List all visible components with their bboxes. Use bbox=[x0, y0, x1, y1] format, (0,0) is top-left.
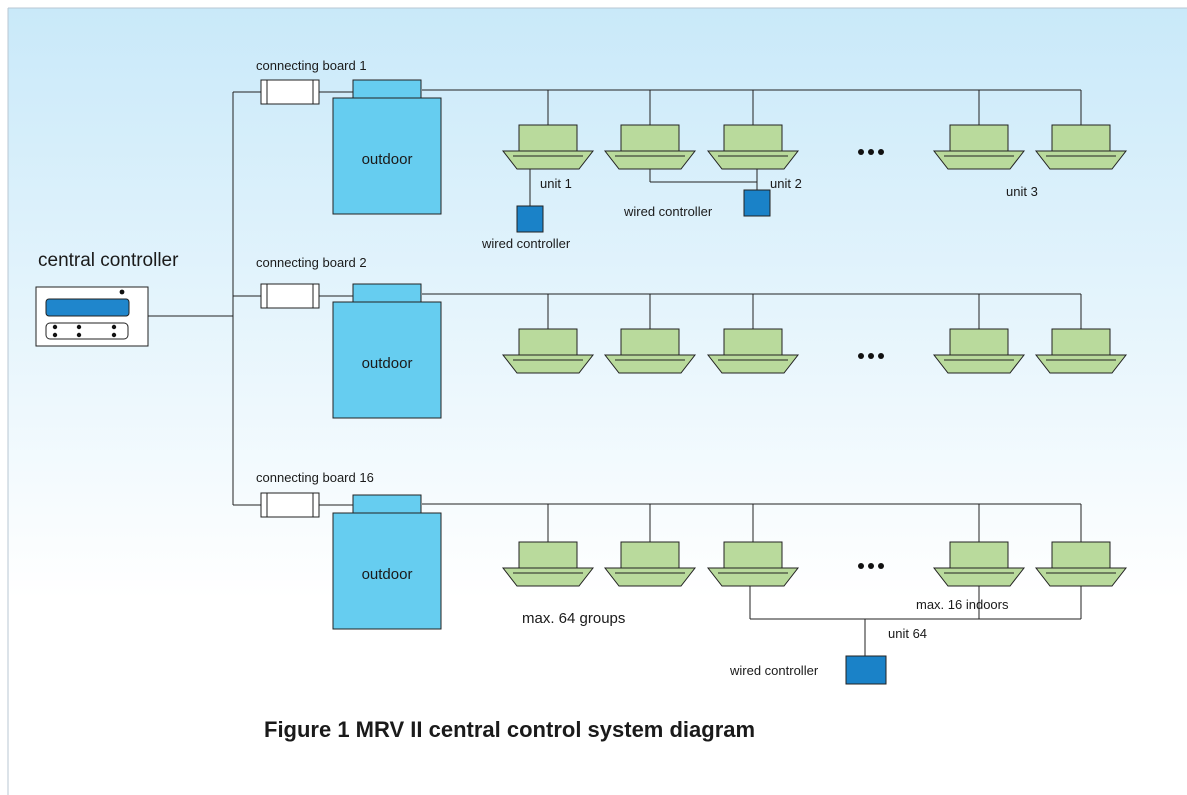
unit-label: unit 1 bbox=[540, 176, 572, 191]
wired-controller-icon bbox=[516, 205, 544, 233]
unit-label: unit 64 bbox=[888, 626, 927, 641]
connecting-board-label: connecting board 1 bbox=[256, 58, 367, 73]
wired-controller-label: wired controller bbox=[481, 236, 571, 251]
outdoor-unit-icon bbox=[332, 283, 442, 419]
central-controller-label: central controller bbox=[38, 250, 179, 271]
ellipsis-icon bbox=[858, 353, 884, 359]
outdoor-unit-icon bbox=[332, 494, 442, 630]
groups-label: max. 64 groups bbox=[522, 610, 625, 627]
outdoor-label: outdoor bbox=[362, 566, 413, 583]
outdoor-label: outdoor bbox=[362, 355, 413, 372]
background-panel bbox=[8, 8, 1187, 795]
wired-controller-icon bbox=[743, 189, 771, 217]
unit-label: unit 3 bbox=[1006, 184, 1038, 199]
wired-controller-label: wired controller bbox=[729, 663, 819, 678]
outdoor-label: outdoor bbox=[362, 151, 413, 168]
connecting-board-label: connecting board 2 bbox=[256, 255, 367, 270]
figure-caption: Figure 1 MRV II central control system d… bbox=[264, 717, 755, 742]
connecting-board-icon bbox=[260, 492, 320, 518]
ellipsis-icon bbox=[858, 149, 884, 155]
wiring bbox=[148, 89, 1082, 656]
connecting-board-icon bbox=[260, 79, 320, 105]
connecting-board-icon bbox=[260, 283, 320, 309]
central-controller-icon bbox=[35, 286, 149, 347]
outdoor-unit-icon bbox=[332, 79, 442, 215]
indoors-label: max. 16 indoors bbox=[916, 597, 1009, 612]
ellipsis-icon bbox=[858, 563, 884, 569]
connecting-board-label: connecting board 16 bbox=[256, 470, 374, 485]
unit-label: unit 2 bbox=[770, 176, 802, 191]
wired-controller-label: wired controller bbox=[623, 204, 713, 219]
